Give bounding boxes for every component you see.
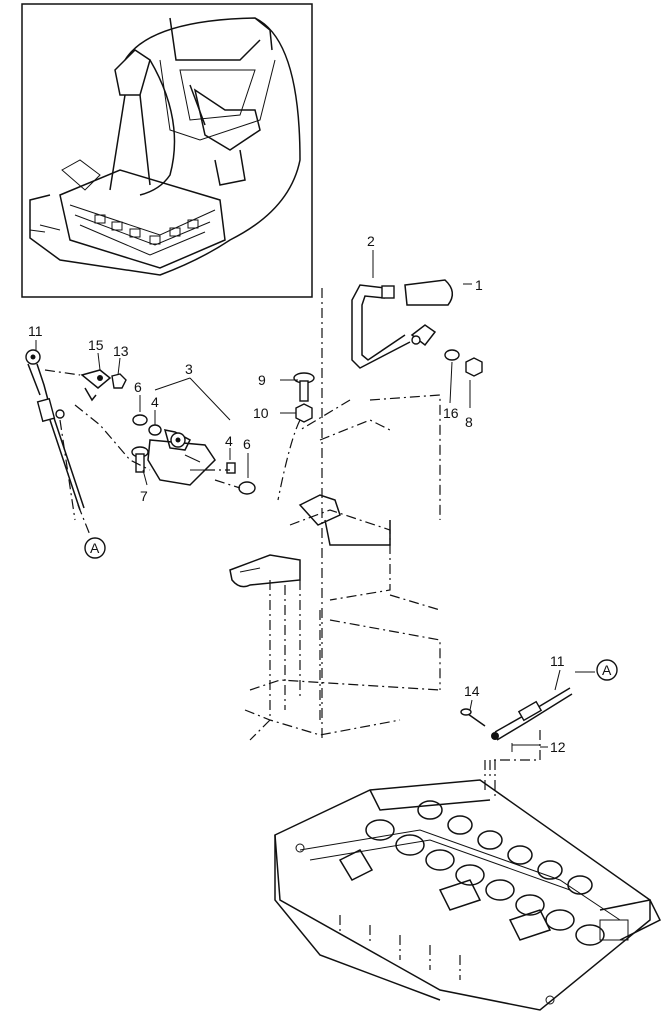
pedal-cable-assembly xyxy=(25,349,256,521)
callout-labels: 1 2 3 4 4 6 6 7 8 9 10 11 11 12 13 14 15… xyxy=(28,233,566,755)
callout-13: 13 xyxy=(113,343,129,359)
washer-16 xyxy=(444,349,460,361)
callout-14: 14 xyxy=(464,683,480,699)
inset-cab-view xyxy=(21,3,313,298)
callout-11-right: 11 xyxy=(550,653,565,669)
callout-15: 15 xyxy=(88,337,104,353)
callout-4-right: 4 xyxy=(225,433,233,449)
callout-4-left: 4 xyxy=(151,394,159,410)
callout-1: 1 xyxy=(475,277,483,293)
reference-a-left: A xyxy=(77,504,106,559)
console-frame xyxy=(229,288,441,741)
callout-leaders xyxy=(35,250,595,748)
bolt-9-nut-10 xyxy=(293,372,315,423)
callout-11-left: 11 xyxy=(28,323,43,339)
callout-9: 9 xyxy=(258,372,266,388)
callout-6-right: 6 xyxy=(243,436,251,452)
callout-12: 12 xyxy=(550,739,566,755)
ref-a-left-label: A xyxy=(90,540,100,556)
callout-16: 16 xyxy=(443,405,459,421)
inset-frame xyxy=(21,3,313,298)
callout-2: 2 xyxy=(367,233,375,249)
cable-right xyxy=(460,687,573,780)
control-valve-block xyxy=(274,760,662,1011)
reference-a-right: A xyxy=(596,659,618,681)
callout-3: 3 xyxy=(185,361,193,377)
control-lever-assembly xyxy=(351,279,483,377)
callout-10: 10 xyxy=(253,405,269,421)
callout-7: 7 xyxy=(140,488,148,504)
callout-6-left: 6 xyxy=(134,379,142,395)
ref-a-right-label: A xyxy=(602,662,612,678)
nut-8 xyxy=(465,357,483,377)
callout-8: 8 xyxy=(465,414,473,430)
